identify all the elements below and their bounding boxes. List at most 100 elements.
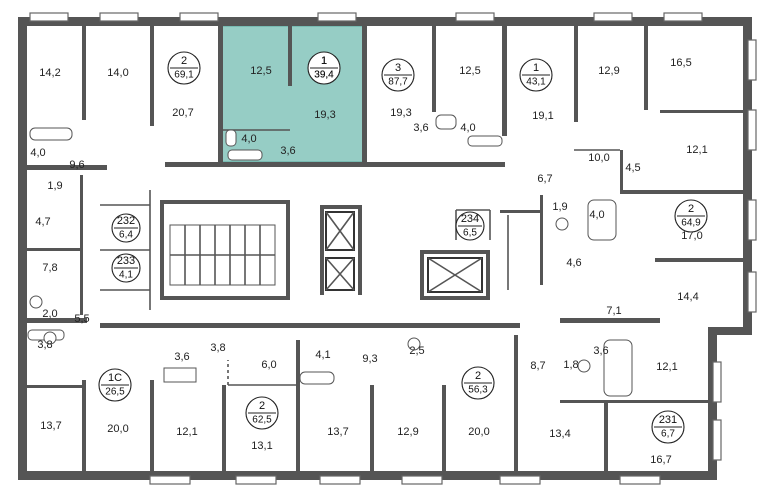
room-area-label: 16,5 — [670, 57, 691, 69]
room-area-label: 19,1 — [532, 110, 553, 122]
room-area-label: 4,0 — [30, 147, 45, 159]
room-area-label: 9,3 — [362, 353, 377, 365]
room-area-label: 12,5 — [459, 65, 480, 77]
room-area-label: 14,2 — [39, 67, 60, 79]
badge-total-area: 87,7 — [388, 77, 408, 88]
badge-total-area: 39,4 — [314, 70, 334, 81]
badge-total-area: 6,5 — [463, 228, 477, 239]
room-area-label: 20,0 — [468, 426, 489, 438]
highlighted-apartment[interactable] — [221, 25, 364, 163]
windows — [29, 12, 757, 485]
room-area-label: 3,8 — [210, 342, 225, 354]
room-area-label: 4,6 — [566, 257, 581, 269]
room-area-label: 12,9 — [598, 65, 619, 77]
badge-room-count: 2 — [181, 55, 187, 67]
apartment-badge[interactable]: 139,4 — [307, 51, 341, 85]
room-area-label: 3,8 — [37, 339, 52, 351]
room-area-label: 20,7 — [172, 107, 193, 119]
room-area-label: 3,6 — [593, 345, 608, 357]
apartment-badge[interactable]: 264,9 — [674, 199, 708, 233]
bath-fixtures — [27, 114, 633, 397]
room-area-label: 12,1 — [656, 361, 677, 373]
room-area-label: 1,9 — [552, 201, 567, 213]
apartment-badge[interactable]: 269,1 — [167, 51, 201, 85]
thin-lines — [100, 129, 620, 386]
room-area-label: 19,3 — [314, 109, 335, 121]
room-area-label: 20,0 — [107, 423, 128, 435]
badge-room-count: 3 — [395, 62, 401, 74]
room-area-label: 4,1 — [315, 349, 330, 361]
room-area-label: 13,7 — [40, 420, 61, 432]
interior-walls — [27, 26, 745, 471]
badge-total-area: 6,7 — [661, 429, 675, 440]
room-area-label: 16,7 — [650, 454, 671, 466]
room-area-label: 12,1 — [176, 426, 197, 438]
badge-room-count: 1 — [533, 62, 539, 74]
room-area-label: 3,6 — [280, 145, 295, 157]
room-area-label: 3,6 — [413, 122, 428, 134]
badge-room-count: 234 — [461, 213, 479, 225]
room-area-label: 13,1 — [251, 440, 272, 452]
badge-total-area: 4,1 — [119, 270, 133, 281]
room-area-label: 14,0 — [107, 67, 128, 79]
room-area-label: 4,0 — [589, 209, 604, 221]
room-area-label: 2,5 — [409, 345, 424, 357]
room-area-label: 3,6 — [174, 351, 189, 363]
room-area-label: 12,5 — [250, 65, 271, 77]
badge-room-count: 1 — [321, 55, 327, 67]
badge-total-area: 6,4 — [119, 230, 133, 241]
outer-walls — [18, 17, 752, 480]
badge-room-count: 2 — [688, 203, 694, 215]
apartment-badge[interactable]: 262,5 — [245, 396, 279, 430]
room-area-label: 7,8 — [42, 262, 57, 274]
room-area-label: 4,7 — [35, 216, 50, 228]
badge-total-area: 43,1 — [526, 77, 546, 88]
badge-total-area: 56,3 — [468, 385, 488, 396]
room-area-label: 4,0 — [460, 122, 475, 134]
badge-total-area: 26,5 — [105, 387, 125, 398]
badge-total-area: 64,9 — [681, 218, 701, 229]
badge-room-count: 1С — [108, 372, 122, 384]
room-area-label: 12,9 — [397, 426, 418, 438]
apartment-badge-highlighted: 139,4 — [314, 55, 334, 81]
room-area-label: 17,0 — [681, 230, 702, 242]
room-area-label: 10,0 — [588, 152, 609, 164]
badge-room-count: 2 — [259, 400, 265, 412]
room-area-label: 1,9 — [47, 180, 62, 192]
room-area-label: 14,4 — [677, 291, 698, 303]
apartment-badge[interactable]: 143,1 — [519, 58, 553, 92]
room-area-label: 13,4 — [549, 428, 570, 440]
room-area-label: 1,8 — [563, 359, 578, 371]
badge-room-count: 233 — [117, 255, 135, 267]
room-area-label: 8,7 — [530, 360, 545, 372]
room-area-label: 6,0 — [261, 359, 276, 371]
badge-total-area: 69,1 — [174, 70, 194, 81]
room-area-label: 6,7 — [537, 173, 552, 185]
room-area-label: 7,1 — [606, 305, 621, 317]
badge-total-area: 62,5 — [252, 415, 272, 426]
room-area-label: 12,1 — [686, 144, 707, 156]
badge-room-count: 2 — [475, 370, 481, 382]
room-area-label: 19,3 — [390, 107, 411, 119]
room-area-label: 4,5 — [625, 162, 640, 174]
room-area-label: 2,0 — [42, 308, 57, 320]
room-area-label: 9,6 — [69, 159, 84, 171]
elevators — [325, 211, 483, 293]
apartment-badge[interactable]: 387,7 — [381, 58, 415, 92]
badge-room-count: 232 — [117, 215, 135, 227]
badge-room-count: 231 — [659, 414, 677, 426]
badge-room-count: 1 — [321, 55, 327, 67]
room-area-label: 5,5 — [74, 313, 89, 325]
room-area-label: 13,7 — [327, 426, 348, 438]
stairwell — [169, 224, 276, 286]
apartment-badge[interactable]: 1С 26,5 — [98, 368, 132, 402]
apartment-badge[interactable]: 256,3 — [461, 366, 495, 400]
room-area-label: 4,0 — [241, 133, 256, 145]
badge-total-area: 39,4 — [314, 70, 334, 81]
